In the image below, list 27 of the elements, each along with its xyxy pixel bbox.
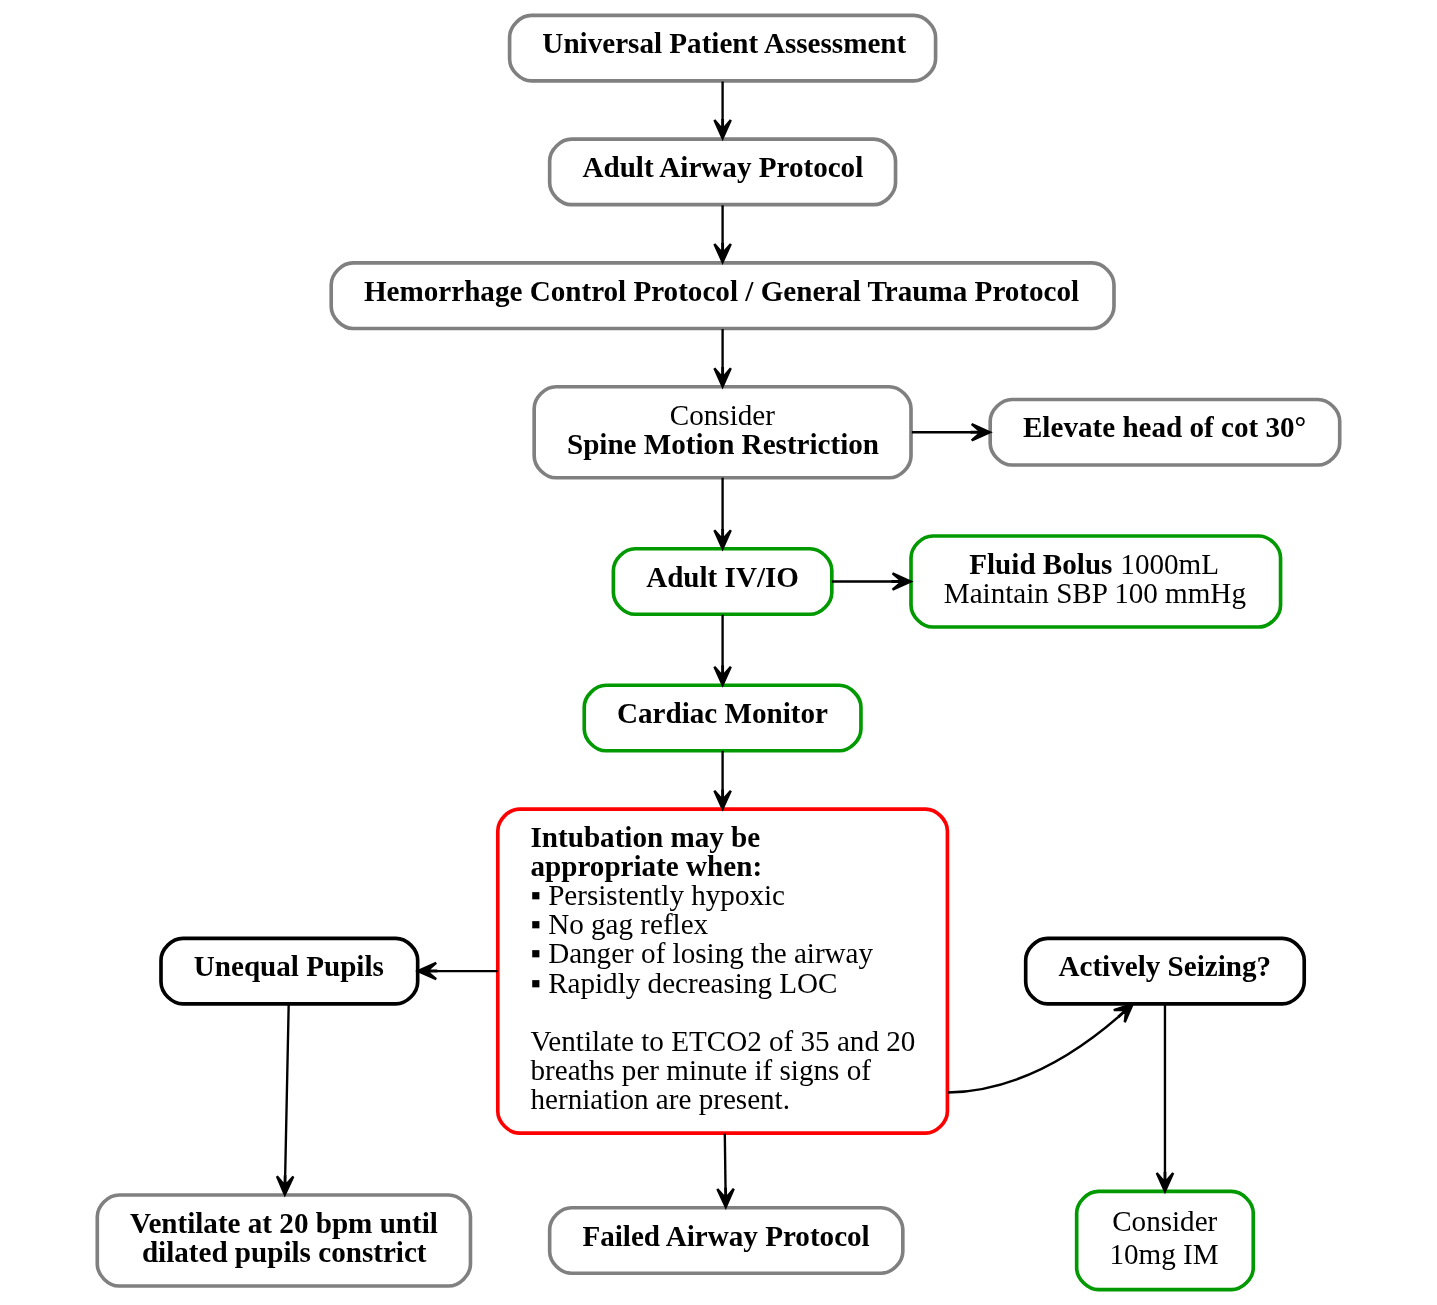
arrow [713, 205, 732, 264]
node-box: Cardiac Monitor [582, 683, 863, 753]
node-box: Intubation may be appropriate when: ▪ Persistently hypoxic ▪ No gag reflex ▪ Danger of losing the airway ▪ Rapidly decreasing LOC Ventilate to ETCO2 of 35 and 20 breaths per minute if signs of herniation are present. [495, 807, 950, 1135]
arrow [948, 1002, 1134, 1094]
node-box: Consider Spine Motion Restriction [532, 384, 913, 480]
node-box: Adult IV/IO [611, 546, 834, 617]
node-box: Failed Airway Protocol [547, 1205, 905, 1276]
node-box: Universal Patient Assessment [507, 13, 938, 83]
arrow [416, 961, 498, 981]
node-box: Adult Airway Protocol [547, 137, 898, 207]
node-box: Elevate head of cot 30° [988, 397, 1342, 467]
arrow [716, 1133, 735, 1209]
arrow [1155, 1003, 1175, 1193]
arrow [911, 422, 992, 442]
node-box: Hemorrhage Control Protocol / General Trauma Protocol [329, 261, 1116, 331]
node-box: Ventilate at 20 bpm until dilated pupils constrict [95, 1193, 473, 1288]
node-box: Consider 10mg IM [1074, 1189, 1256, 1292]
arrow [713, 614, 732, 687]
arrow [713, 329, 732, 388]
arrow [831, 572, 912, 591]
node-box: Unequal Pupils [159, 936, 420, 1006]
arrow [275, 1003, 295, 1196]
arrow [713, 750, 732, 811]
arrow [713, 477, 732, 550]
arrow [713, 81, 732, 140]
node-box: Actively Seizing? [1023, 936, 1307, 1006]
node-box: Fluid Bolus 1000mL Maintain SBP 100 mmHg [909, 534, 1283, 629]
